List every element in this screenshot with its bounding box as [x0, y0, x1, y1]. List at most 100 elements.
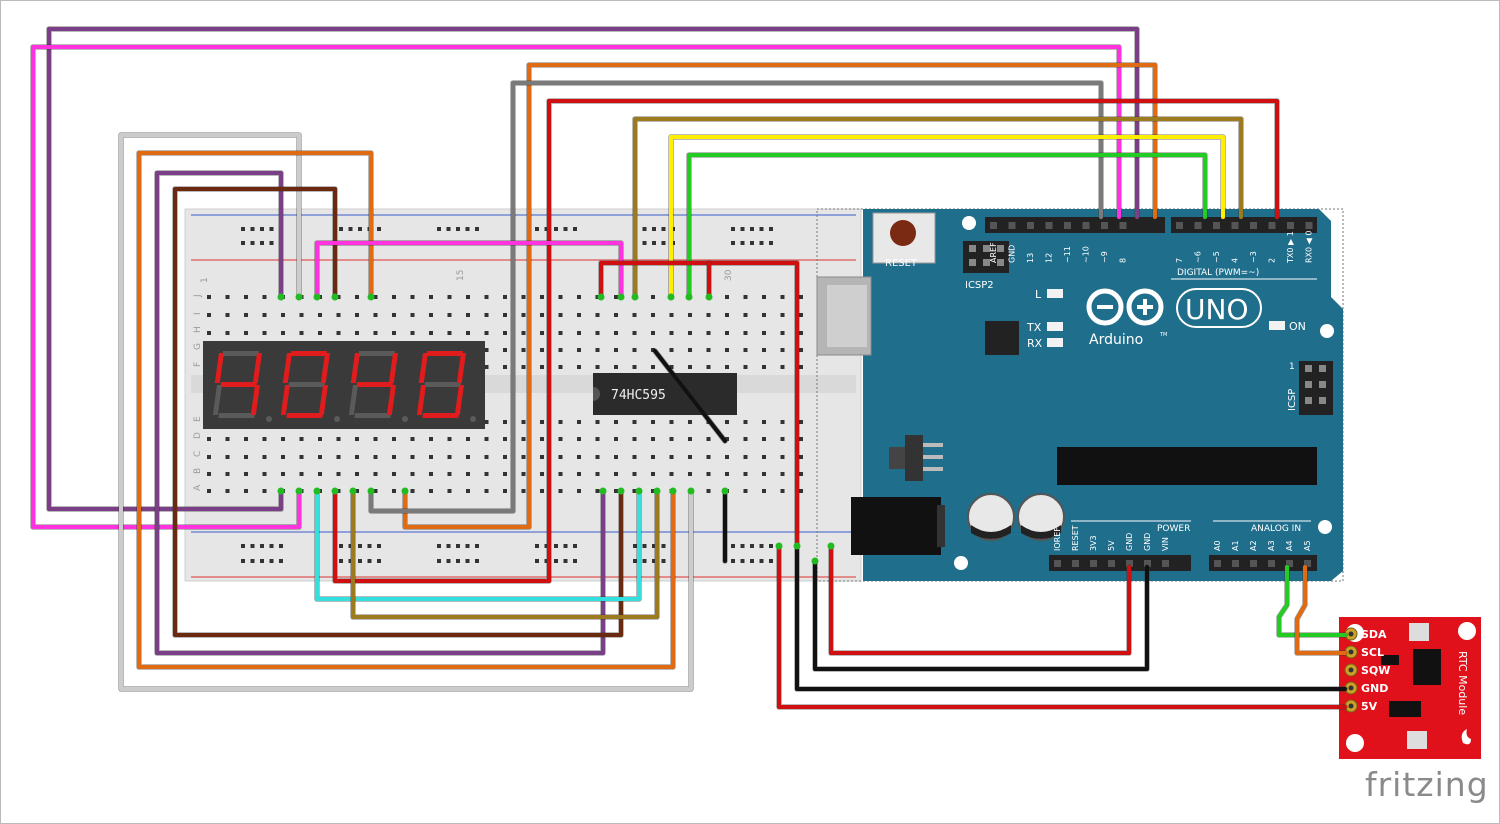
terminal-hole	[540, 295, 544, 299]
power-pin-sockets	[1054, 560, 1169, 567]
row-letter: B	[193, 468, 203, 474]
wire-end	[401, 487, 409, 495]
usb-chip	[985, 321, 1019, 355]
rail-hole	[456, 559, 460, 563]
wire	[315, 241, 623, 299]
uno-badge	[1176, 288, 1262, 328]
wire	[31, 45, 1121, 529]
wire-end	[667, 293, 675, 301]
terminal-hole	[299, 455, 304, 459]
terminal-hole	[373, 472, 378, 476]
terminal-hole	[484, 295, 489, 299]
rail-hole	[740, 559, 745, 563]
segment-a	[222, 351, 259, 356]
segment-b	[456, 353, 466, 383]
segment-e	[280, 385, 290, 415]
rail-hole	[437, 559, 441, 563]
terminal-hole	[503, 437, 507, 441]
wire	[173, 187, 623, 637]
terminal-hole	[336, 313, 341, 317]
terminal-hole	[262, 313, 267, 317]
rail-hole	[554, 559, 558, 563]
terminal-hole	[669, 365, 674, 369]
terminal-hole	[632, 489, 637, 493]
breadboard-col-30: 30	[724, 269, 734, 281]
analog-pin	[1268, 560, 1275, 567]
led-on	[1269, 321, 1285, 330]
terminal-hole	[577, 455, 581, 459]
rtc-pin-label: GND	[1361, 682, 1388, 695]
power-pin-label: IOREF	[1053, 527, 1062, 551]
terminal-hole	[780, 348, 785, 352]
display-digits-text: 4040	[1, 1, 4, 2]
segment-a	[290, 351, 328, 356]
digital-pin	[1305, 222, 1313, 229]
terminal-hole	[632, 420, 637, 424]
terminal-hole	[447, 295, 452, 299]
terminal-hole	[466, 472, 470, 476]
icsp2-pin	[997, 245, 1004, 252]
terminal-hole	[225, 489, 230, 493]
terminal-hole	[725, 348, 729, 352]
terminal-hole	[762, 365, 766, 369]
rail-hole	[358, 227, 362, 231]
wire	[369, 81, 1103, 513]
icsp-pin1-label: 1	[1289, 362, 1295, 372]
terminal-hole	[484, 489, 489, 493]
rtc-pin-hole	[1348, 649, 1354, 655]
rail-hole	[740, 544, 745, 548]
terminal-hole	[521, 472, 526, 476]
terminal-hole	[484, 331, 489, 335]
terminal-hole	[355, 489, 359, 493]
terminal-hole	[410, 295, 415, 299]
wire-end	[313, 487, 321, 495]
segment-d	[354, 413, 391, 418]
rail-hole	[358, 559, 362, 563]
decimal-point	[266, 416, 272, 422]
atmega-chip	[1057, 447, 1317, 485]
terminal-hole	[447, 472, 452, 476]
terminal-hole	[244, 295, 248, 299]
led-on-label: ON	[1289, 320, 1306, 333]
power-pin	[1144, 560, 1151, 567]
rail-hole	[241, 227, 245, 231]
terminal-hole	[669, 331, 674, 335]
terminal-hole	[725, 331, 729, 335]
power-pin-label: GND	[1143, 533, 1152, 551]
terminal-hole	[632, 348, 637, 352]
wires	[30, 26, 1348, 710]
terminal-hole	[429, 472, 433, 476]
rail-hole	[377, 559, 381, 563]
rail-hole	[377, 227, 381, 231]
power-pin-label: VIN	[1161, 537, 1170, 551]
terminal-hole	[540, 489, 544, 493]
terminal-hole	[225, 313, 230, 317]
wire-end	[277, 487, 285, 495]
wire-end	[617, 487, 625, 495]
terminal-hole	[484, 437, 489, 441]
terminal-hole	[355, 455, 359, 459]
rail-hole	[769, 227, 773, 231]
rail-hole	[250, 227, 255, 231]
icsp-pin	[1319, 397, 1326, 404]
digital-pin	[1194, 222, 1202, 229]
terminal-hole	[651, 472, 655, 476]
terminal-hole	[466, 295, 470, 299]
terminal-hole	[299, 437, 304, 441]
terminal-hole	[632, 331, 637, 335]
rtc-pin-hole	[1348, 631, 1354, 637]
analog-pin-label: A1	[1231, 540, 1240, 551]
rail-hole	[633, 544, 637, 548]
wire-end	[295, 293, 303, 301]
rail-hole	[652, 241, 656, 245]
wire-end	[793, 542, 801, 550]
rtc-pin-label: 5V	[1361, 700, 1378, 713]
segment-f	[214, 353, 225, 383]
terminal-hole	[688, 348, 692, 352]
rail-hole	[241, 559, 245, 563]
rail-hole	[642, 241, 647, 245]
reset-button[interactable]	[890, 220, 916, 246]
terminal-hole	[503, 420, 507, 424]
rail-hole	[446, 559, 451, 563]
rail-hole	[367, 544, 372, 548]
